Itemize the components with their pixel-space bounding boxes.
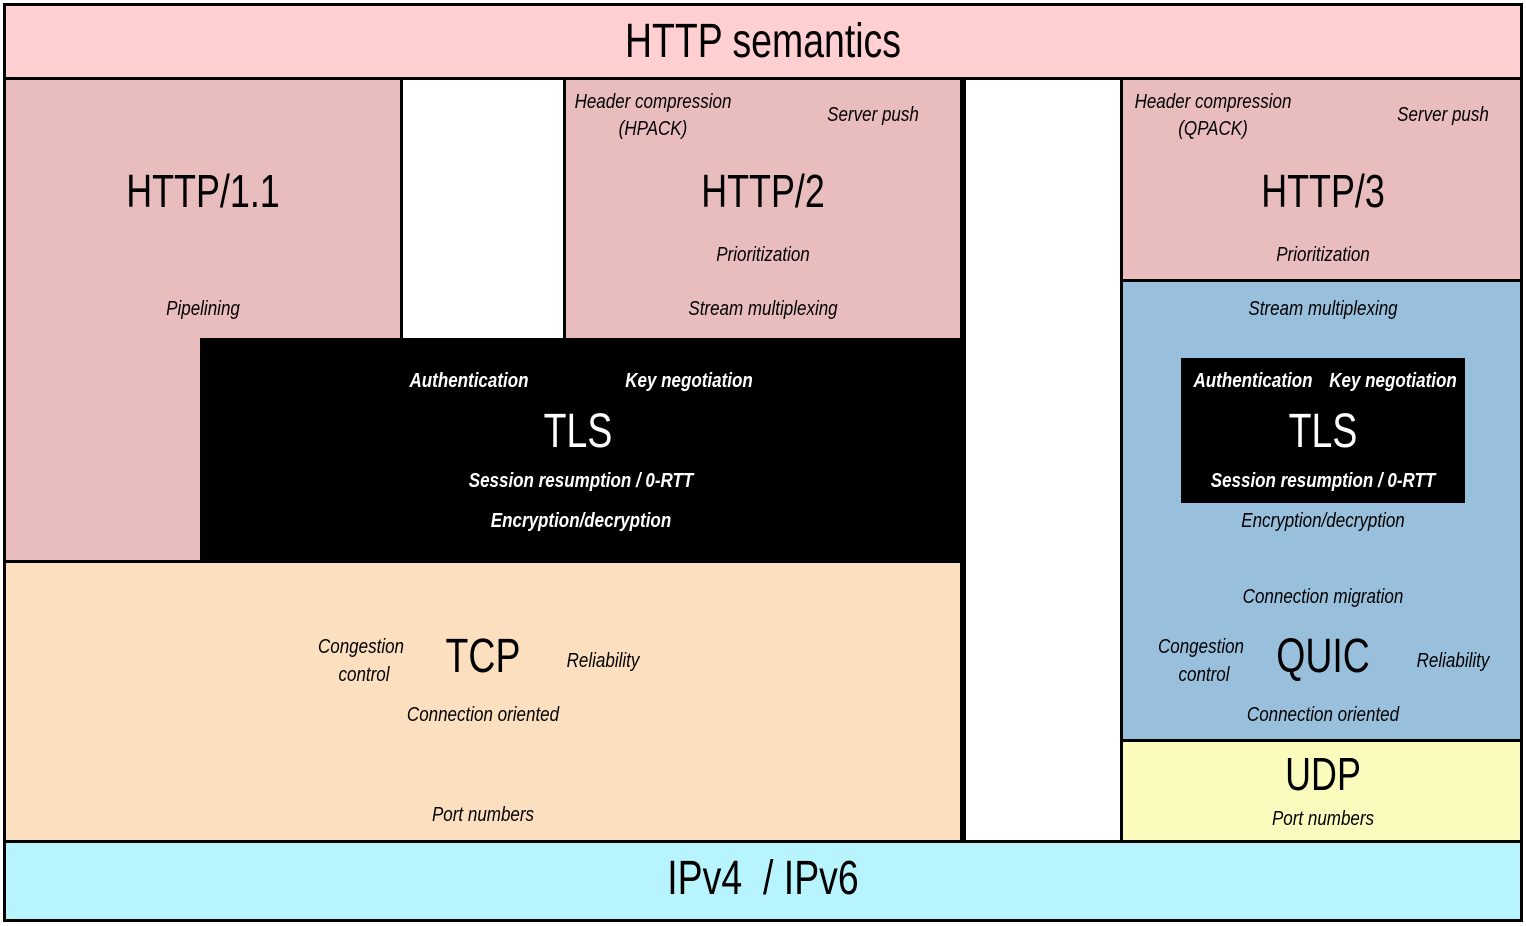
http11-title: HTTP/1.1 <box>126 165 280 217</box>
quic-tls-title: TLS <box>1288 405 1358 458</box>
tcp-title: TCP <box>445 630 521 683</box>
quic-reliability: Reliability <box>1416 650 1490 672</box>
http-semantics-layer <box>3 3 1523 80</box>
tcp-control: control <box>338 664 390 686</box>
tls-session-resumption: Session resumption / 0-RTT <box>468 470 694 492</box>
http2-hpack: (HPACK) <box>618 118 688 140</box>
http2-server-push: Server push <box>827 104 919 126</box>
quic-tls-session-resumption: Session resumption / 0-RTT <box>1210 470 1436 492</box>
tls-authentication: Authentication <box>409 370 529 392</box>
quic-connection-migration: Connection migration <box>1242 586 1404 608</box>
tcp-connection-oriented: Connection oriented <box>406 704 560 726</box>
http2-layer <box>563 80 963 340</box>
http11-layer <box>3 80 403 340</box>
tls-layer-tcp-stack <box>200 338 963 561</box>
tls-layer-quic-stack <box>1181 358 1465 503</box>
tcp-reliability: Reliability <box>566 650 640 672</box>
quic-encryption: Encryption/decryption <box>1241 510 1405 532</box>
tls-encryption: Encryption/decryption <box>490 510 672 532</box>
tcp-layer <box>3 560 963 841</box>
tls-key-negotiation: Key negotiation <box>625 370 753 392</box>
http2-header-compression: Header compression <box>574 91 732 113</box>
quic-tls-key-negotiation: Key negotiation <box>1329 370 1457 392</box>
http-semantics-title: HTTP semantics <box>624 15 901 68</box>
http2-title: HTTP/2 <box>701 165 825 217</box>
ip-title: IPv4 / IPv6 <box>667 852 859 905</box>
quic-congestion: Congestion <box>1157 636 1245 658</box>
http3-server-push: Server push <box>1397 104 1489 126</box>
http11-layer-lower <box>3 338 203 561</box>
http11-pipelining: Pipelining <box>166 298 240 320</box>
http3-header-compression: Header compression <box>1134 91 1292 113</box>
udp-port-numbers: Port numbers <box>1271 808 1375 830</box>
http2-stream-multiplexing: Stream multiplexing <box>688 298 838 320</box>
http3-layer <box>1123 80 1523 282</box>
http3-title: HTTP/3 <box>1261 165 1385 217</box>
ip-layer <box>3 840 1523 922</box>
http3-prioritization: Prioritization <box>1276 244 1370 266</box>
tcp-port-numbers: Port numbers <box>431 804 535 826</box>
udp-layer <box>1123 742 1523 841</box>
gap-between-stacks <box>963 80 1123 841</box>
quic-stream-multiplexing: Stream multiplexing <box>1248 298 1398 320</box>
tcp-congestion: Congestion <box>317 636 405 658</box>
udp-title: UDP <box>1285 748 1361 800</box>
http3-qpack: (QPACK) <box>1178 118 1248 140</box>
http2-prioritization: Prioritization <box>716 244 810 266</box>
gap-between-http11-http2 <box>403 80 563 340</box>
quic-title: QUIC <box>1276 630 1370 683</box>
quic-connection-oriented: Connection oriented <box>1246 704 1400 726</box>
quic-control: control <box>1178 664 1230 686</box>
quic-tls-authentication: Authentication <box>1193 370 1313 392</box>
tls-title: TLS <box>543 405 613 458</box>
